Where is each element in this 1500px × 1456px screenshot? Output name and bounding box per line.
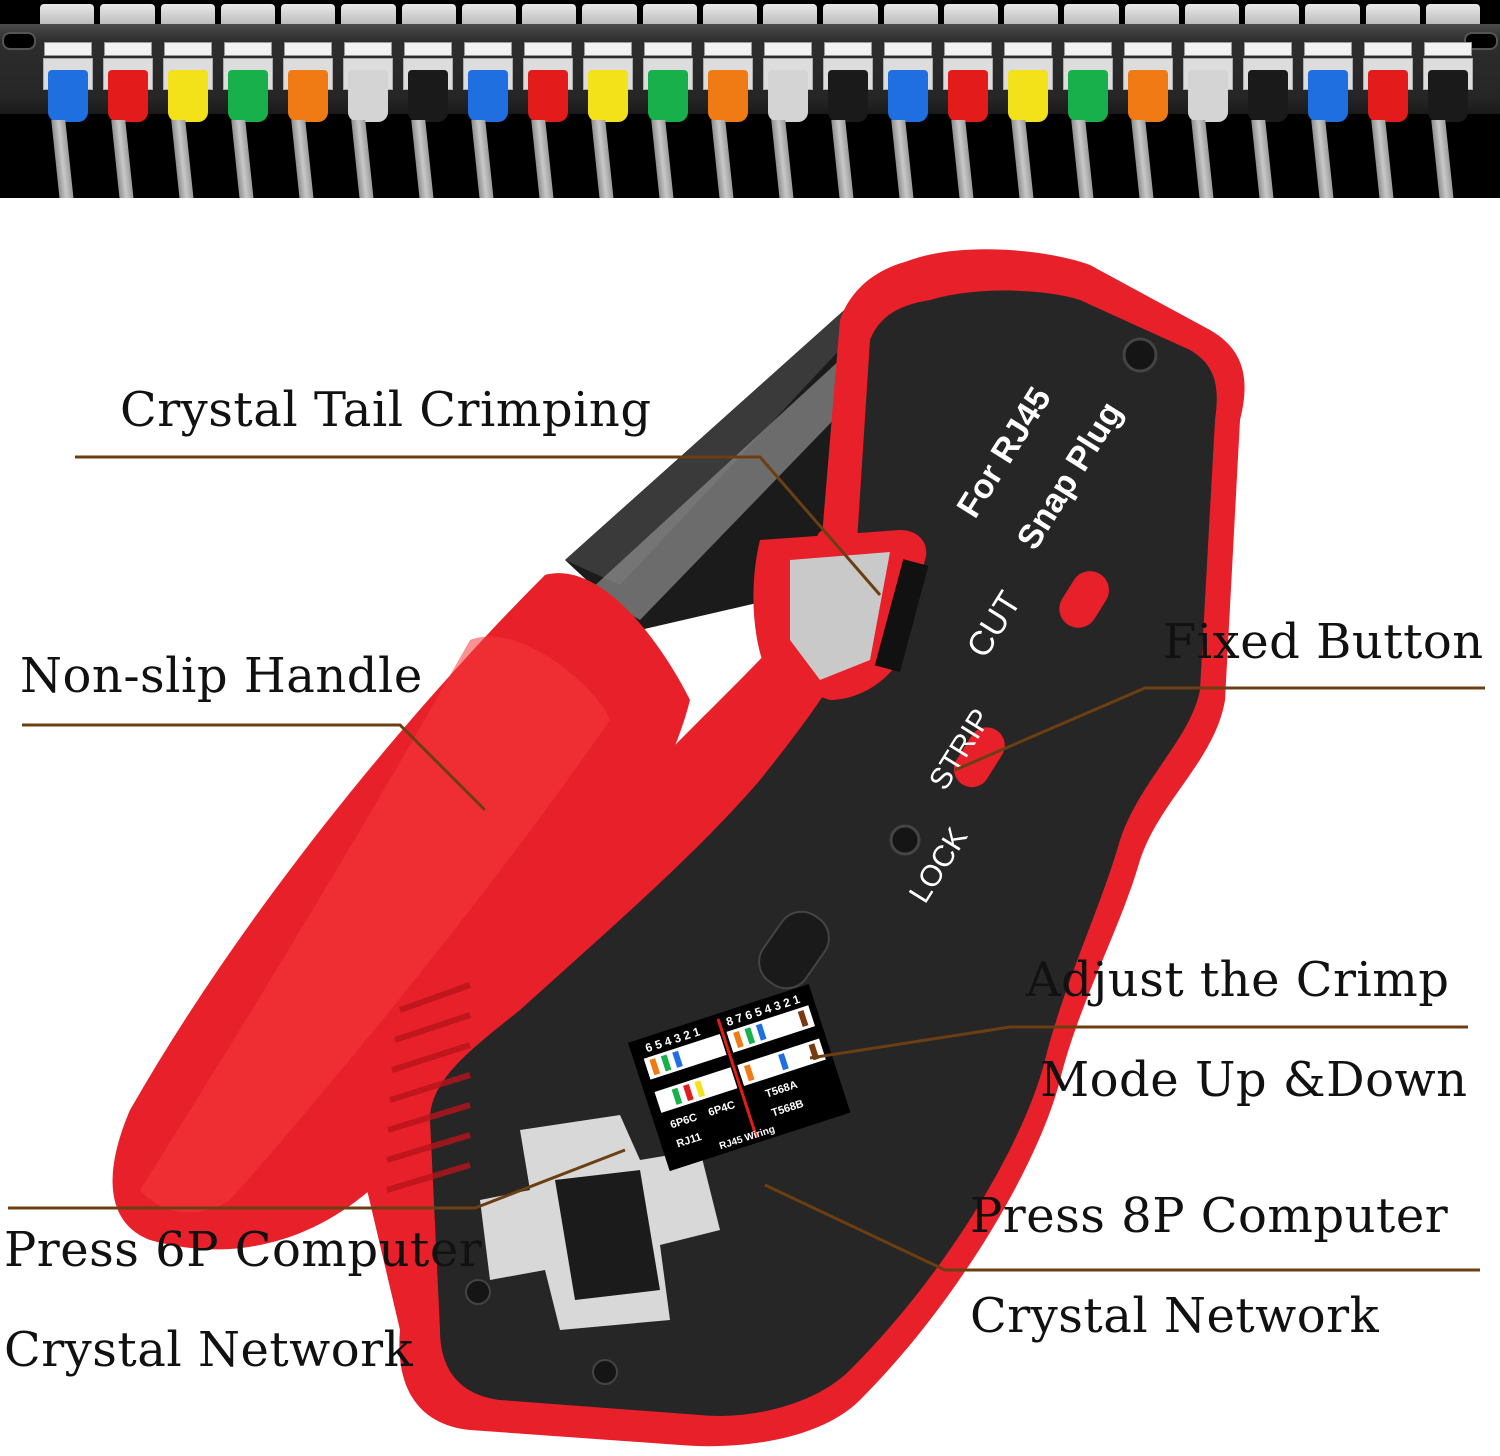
panel-port (1418, 40, 1478, 198)
rear-jack (1426, 4, 1480, 24)
panel-port (578, 40, 638, 198)
panel-port (878, 40, 938, 198)
panel-port (818, 40, 878, 198)
rear-jack (40, 4, 94, 24)
rear-jack (823, 4, 877, 24)
panel-port (218, 40, 278, 198)
callout-adjust-crimp-line1: Adjust the Crimp (1026, 956, 1450, 1004)
rear-jack (522, 4, 576, 24)
rear-jack (281, 4, 335, 24)
panel-port (638, 40, 698, 198)
rear-jack (221, 4, 275, 24)
rear-jack (341, 4, 395, 24)
panel-port (278, 40, 338, 198)
rear-jack (582, 4, 636, 24)
panel-port (1238, 40, 1298, 198)
panel-port (398, 40, 458, 198)
panel-port (458, 40, 518, 198)
panel-port (938, 40, 998, 198)
panel-port (158, 40, 218, 198)
panel-port (338, 40, 398, 198)
rear-jack (1245, 4, 1299, 24)
callout-press-6p-line1: Press 6P Computer (4, 1226, 482, 1274)
panel-port (758, 40, 818, 198)
rear-jack (100, 4, 154, 24)
callout-press-8p-line2: Crystal Network (970, 1292, 1379, 1340)
rear-jack (884, 4, 938, 24)
panel-port (1058, 40, 1118, 198)
rear-jack (1064, 4, 1118, 24)
callout-crystal-tail-crimping: Crystal Tail Crimping (120, 386, 652, 434)
callout-non-slip-handle: Non-slip Handle (20, 652, 423, 700)
panel-port (1178, 40, 1238, 198)
rear-jack (643, 4, 697, 24)
rear-jack (1366, 4, 1420, 24)
panel-port (1118, 40, 1178, 198)
panel-port (98, 40, 158, 198)
rear-jacks (40, 4, 1480, 24)
rear-jack (402, 4, 456, 24)
rear-jack (763, 4, 817, 24)
callout-press-6p-line2: Crystal Network (4, 1326, 413, 1374)
lock-screw (891, 826, 919, 854)
rear-jack (1125, 4, 1179, 24)
pivot-screw (1124, 339, 1156, 371)
callout-adjust-crimp-line2: Mode Up &Down (1040, 1056, 1467, 1104)
port-row (38, 40, 1478, 198)
callout-press-8p-line1: Press 8P Computer (970, 1192, 1448, 1240)
rear-jack (1004, 4, 1058, 24)
callout-fixed-button: Fixed Button (1163, 618, 1484, 666)
rear-jack (703, 4, 757, 24)
panel-port (1298, 40, 1358, 198)
rear-jack (1185, 4, 1239, 24)
rear-jack (161, 4, 215, 24)
panel-port (1358, 40, 1418, 198)
panel-port (698, 40, 758, 198)
panel-port (38, 40, 98, 198)
patch-panel-banner (0, 0, 1500, 198)
rear-jack (462, 4, 516, 24)
rear-jack (1305, 4, 1359, 24)
panel-port (518, 40, 578, 198)
rear-jack (944, 4, 998, 24)
rack-ear-left (2, 32, 36, 50)
panel-port (998, 40, 1058, 198)
